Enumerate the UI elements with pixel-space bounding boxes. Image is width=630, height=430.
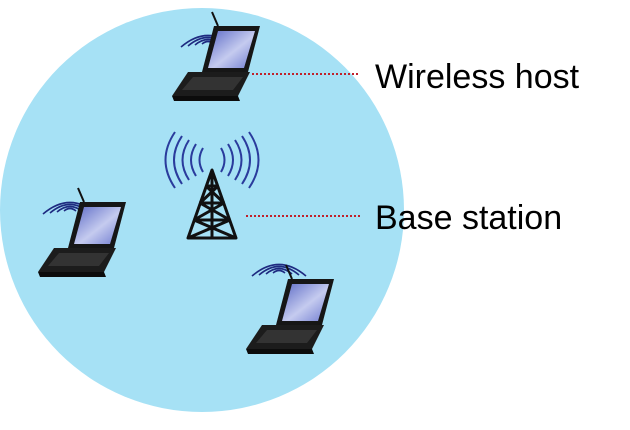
base-station (164, 131, 260, 240)
cell-tower-icon (186, 168, 238, 240)
signal-waves-icon (164, 131, 260, 189)
wireless-host-label: Wireless host (375, 58, 580, 96)
base-station-label: Base station (375, 199, 563, 237)
